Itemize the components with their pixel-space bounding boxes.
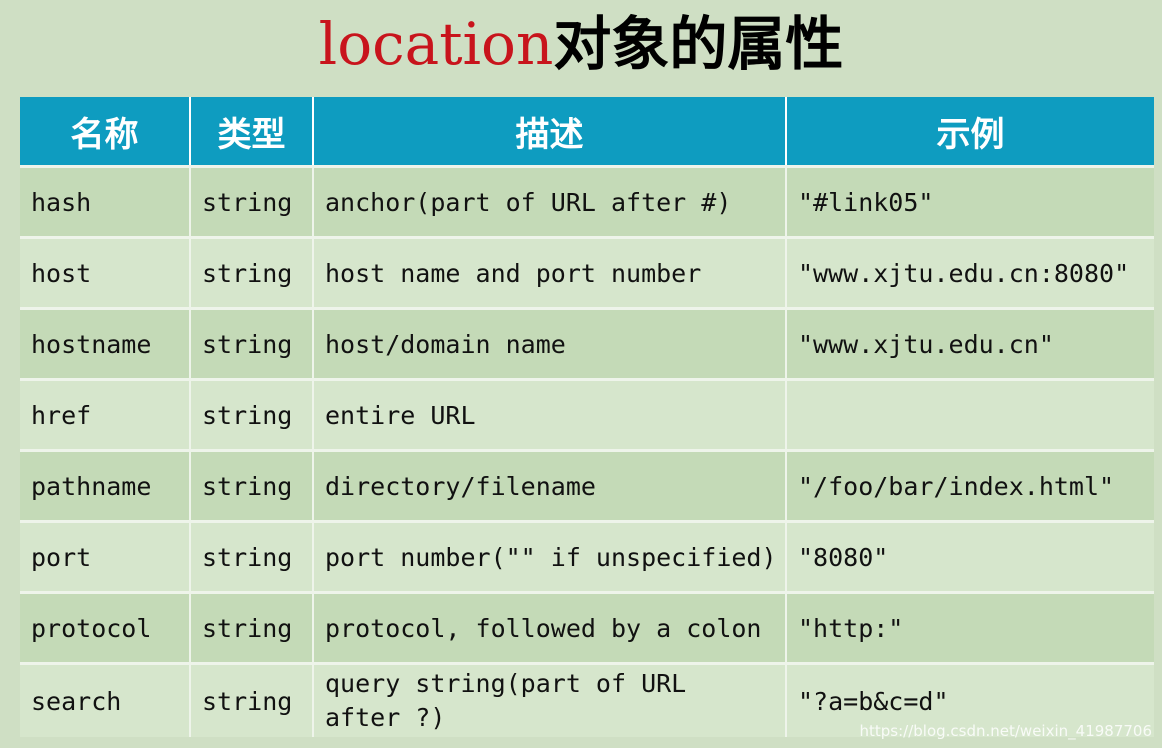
table-row: protocol string protocol, followed by a … <box>20 591 1154 664</box>
cell-name: host <box>20 236 191 309</box>
table-row: pathname string directory/filename "/foo… <box>20 449 1154 522</box>
cell-type: string <box>190 165 314 238</box>
cell-type: string <box>190 662 314 737</box>
table-row: host string host name and port number "w… <box>20 236 1154 309</box>
cell-description: port number("" if unspecified) <box>313 520 787 593</box>
cell-type: string <box>190 591 314 664</box>
cell-name: hostname <box>20 307 191 380</box>
page-title: location对象的属性 <box>0 8 1162 80</box>
cell-example: "?a=b&c=d" <box>786 662 1154 737</box>
cell-description: host name and port number <box>313 236 787 309</box>
title-text: 对象的属性 <box>553 10 844 78</box>
cell-description: protocol, followed by a colon <box>313 591 787 664</box>
cell-example: "www.xjtu.edu.cn" <box>786 307 1154 380</box>
cell-example <box>786 378 1154 451</box>
cell-description: host/domain name <box>313 307 787 380</box>
cell-type: string <box>190 520 314 593</box>
table-header-row: 名称 类型 描述 示例 <box>20 97 1154 167</box>
table-row: hash string anchor(part of URL after #) … <box>20 165 1154 238</box>
cell-type: string <box>190 449 314 522</box>
cell-example: "http:" <box>786 591 1154 664</box>
cell-name: hash <box>20 165 191 238</box>
cell-example: "/foo/bar/index.html" <box>786 449 1154 522</box>
cell-name: protocol <box>20 591 191 664</box>
cell-description: anchor(part of URL after #) <box>313 165 787 238</box>
cell-type: string <box>190 378 314 451</box>
cell-example: "#link05" <box>786 165 1154 238</box>
properties-table: 名称 类型 描述 示例 hash string anchor(part of U… <box>20 97 1154 737</box>
table-row: search string query string(part of URL a… <box>20 662 1154 737</box>
cell-type: string <box>190 307 314 380</box>
cell-name: search <box>20 662 191 737</box>
cell-example: "www.xjtu.edu.cn:8080" <box>786 236 1154 309</box>
watermark: https://blog.csdn.net/weixin_41987706 <box>859 722 1152 740</box>
table-row: href string entire URL <box>20 378 1154 451</box>
cell-name: port <box>20 520 191 593</box>
title-keyword: location <box>318 10 554 78</box>
cell-name: href <box>20 378 191 451</box>
header-description: 描述 <box>313 97 787 167</box>
cell-description: entire URL <box>313 378 787 451</box>
cell-type: string <box>190 236 314 309</box>
header-example: 示例 <box>786 97 1154 167</box>
table-row: hostname string host/domain name "www.xj… <box>20 307 1154 380</box>
cell-name: pathname <box>20 449 191 522</box>
cell-description: query string(part of URL after ?) <box>313 662 787 737</box>
table-row: port string port number("" if unspecifie… <box>20 520 1154 593</box>
cell-description: directory/filename <box>313 449 787 522</box>
header-name: 名称 <box>20 97 191 167</box>
cell-example: "8080" <box>786 520 1154 593</box>
header-type: 类型 <box>190 97 314 167</box>
